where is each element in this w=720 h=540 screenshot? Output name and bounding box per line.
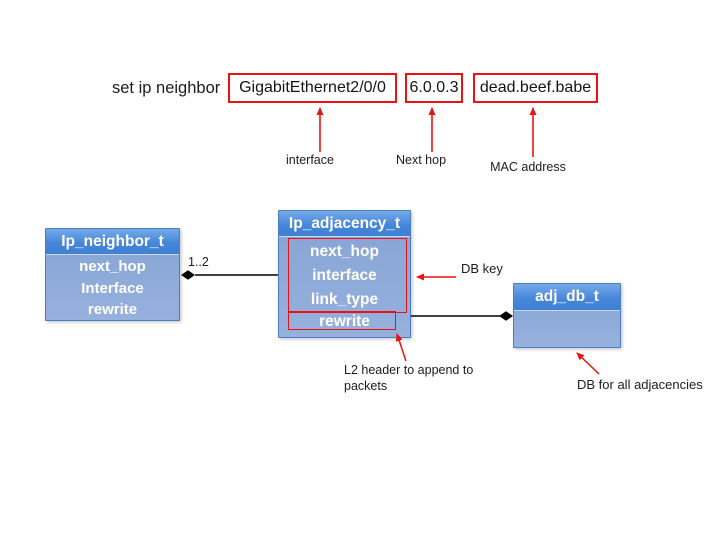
field-next-hop: next_hop — [310, 243, 379, 260]
command-prefix-text: set ip neighbor — [112, 79, 221, 97]
command-token-mac-value: dead.beef.babe — [479, 79, 592, 96]
l2-header-callout-line1: L2 header to append to — [344, 363, 474, 377]
command-token-mac-box: dead.beef.babe — [473, 73, 598, 103]
command-token-interface-value: GigabitEthernet2/0/0 — [239, 79, 386, 96]
interface-annotation-label: interface — [286, 153, 334, 167]
ip-adjacency-key-field-list: next_hop interface link_type — [279, 237, 410, 312]
mac-address-annotation-label: MAC address — [490, 160, 566, 174]
command-token-nexthop-value: 6.0.0.3 — [409, 79, 459, 96]
adj-db-struct-title: adj_db_t — [514, 284, 620, 311]
l2-header-callout-label: L2 header to append to packets — [344, 362, 473, 394]
neighbor-aggregation-diamond — [181, 270, 195, 280]
ip-neighbor-struct-box: Ip_neighbor_t next_hop Interface rewrite — [45, 228, 180, 321]
ip-adjacency-struct-title: Ip_adjacency_t — [279, 211, 410, 237]
field-interface: Interface — [81, 279, 144, 297]
adj-db-callout-label: DB for all adjacencies — [577, 377, 703, 392]
command-token-interface-box: GigabitEthernet2/0/0 — [228, 73, 397, 103]
adjdb-aggregation-diamond — [499, 311, 513, 321]
field-interface: interface — [312, 267, 377, 284]
next-hop-annotation-label: Next hop — [395, 153, 447, 167]
field-rewrite: rewrite — [319, 313, 370, 330]
multiplicity-label: 1..2 — [188, 255, 209, 269]
ip-adjacency-struct-box: Ip_adjacency_t next_hop interface link_t… — [278, 210, 411, 338]
field-link-type: link_type — [310, 291, 379, 308]
l2-header-callout-line2: packets — [344, 379, 388, 393]
db-key-highlight-rect — [288, 238, 407, 313]
ip-neighbor-field-list: next_hop Interface rewrite — [46, 255, 179, 321]
adj-db-callout-arrow — [576, 352, 600, 375]
adj-db-struct-box: adj_db_t — [513, 283, 621, 348]
ip-neighbor-struct-title: Ip_neighbor_t — [46, 229, 179, 255]
field-next-hop: next_hop — [79, 258, 146, 275]
rewrite-highlight-rect — [288, 311, 396, 330]
command-token-nexthop-box: 6.0.0.3 — [405, 73, 463, 103]
field-rewrite: rewrite — [87, 301, 138, 318]
l2-header-callout-arrow — [395, 333, 407, 362]
db-key-callout-label: DB key — [461, 261, 503, 276]
